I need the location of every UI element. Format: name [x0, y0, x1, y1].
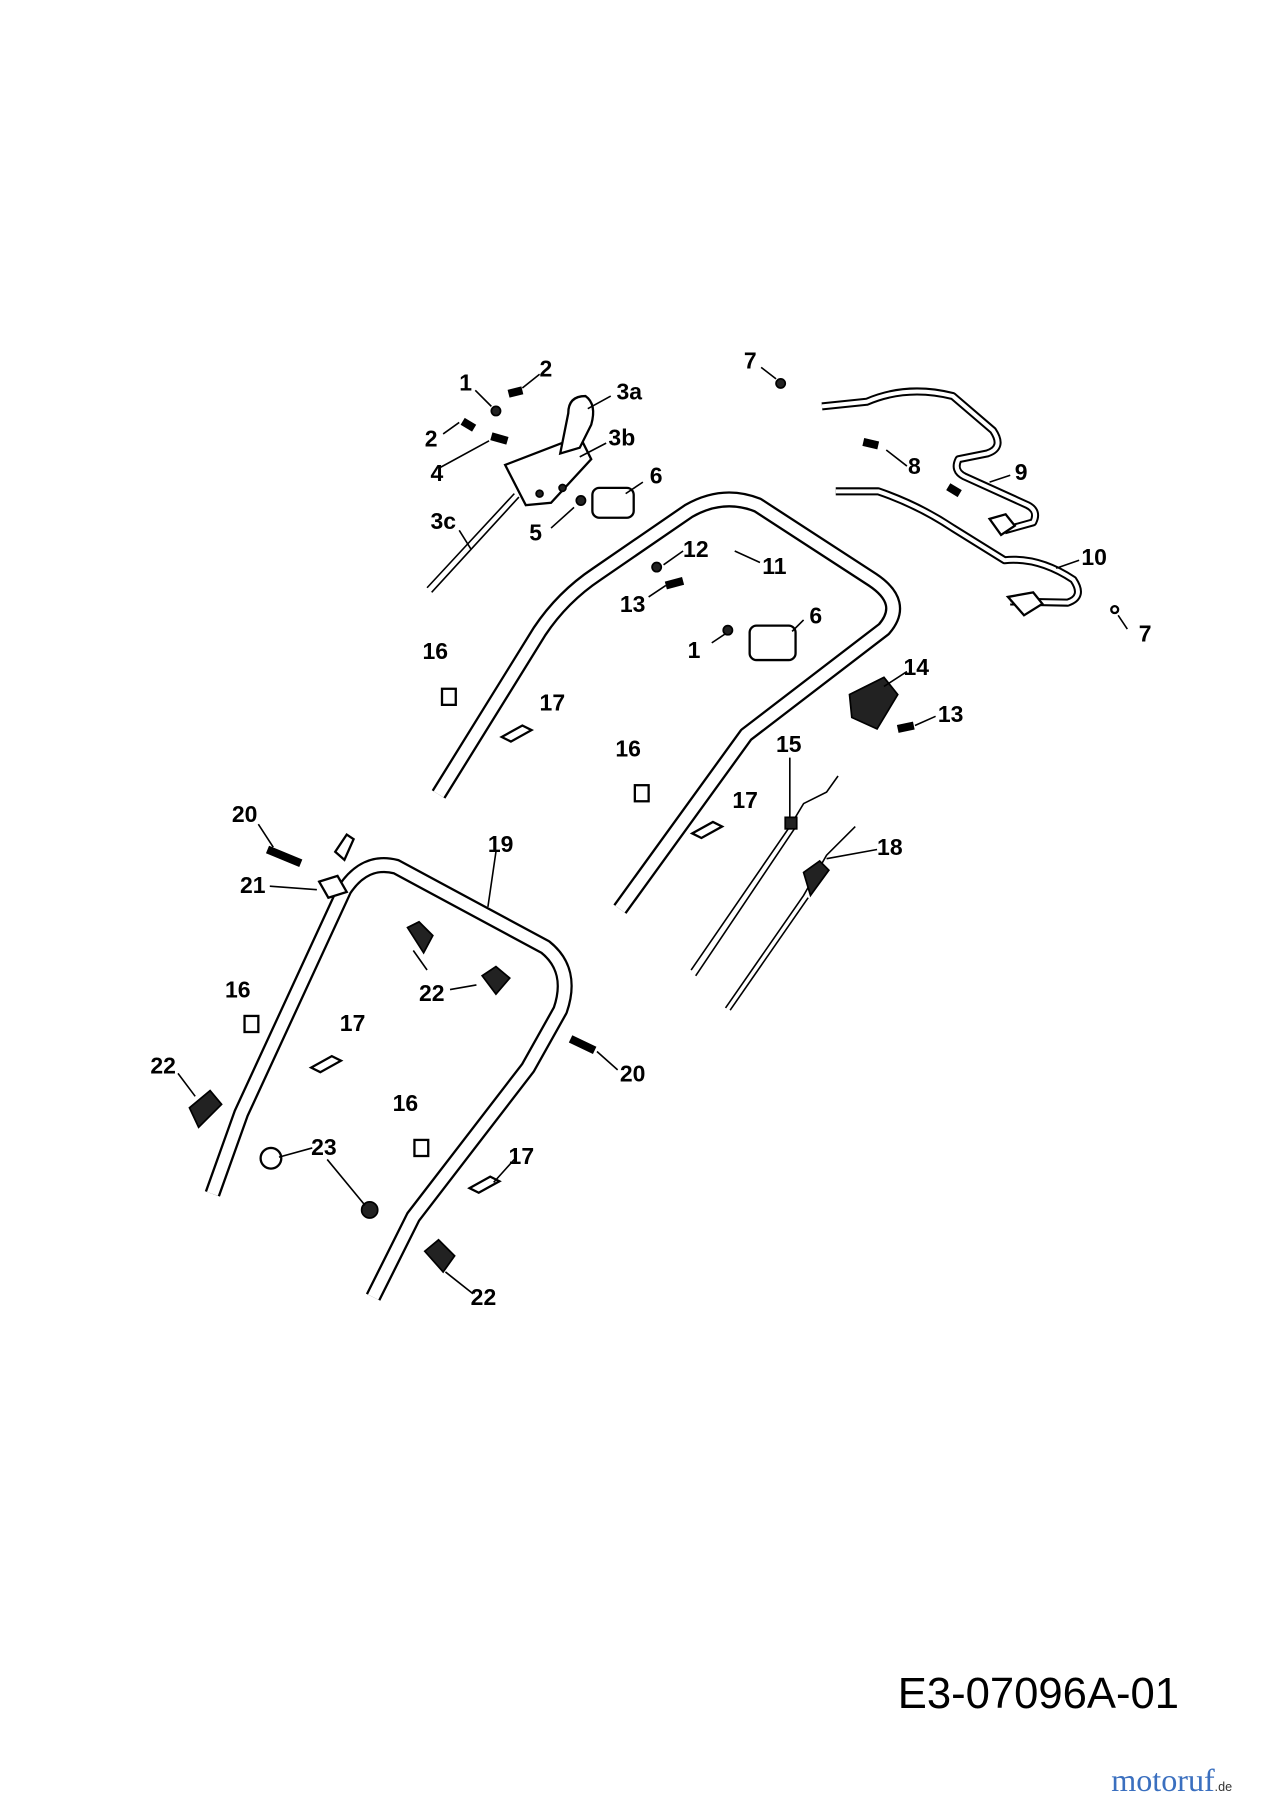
clamp-6a [591, 486, 635, 519]
callout-6: 6 [809, 602, 822, 628]
callout-3c: 3c [431, 508, 457, 534]
callout-17: 17 [540, 690, 566, 716]
callout-7: 7 [744, 347, 757, 373]
callout-20: 20 [620, 1060, 646, 1086]
callout-20: 20 [232, 801, 258, 827]
callout-16: 16 [615, 736, 641, 762]
leader-lines [177, 366, 1128, 1295]
callout-3b: 3b [608, 424, 635, 450]
cable-3c [426, 493, 520, 593]
clamp-6b [748, 624, 797, 662]
cable-18 [724, 825, 856, 1011]
callout-5: 5 [529, 520, 542, 546]
callout-22: 22 [471, 1284, 497, 1310]
callout-14: 14 [903, 654, 929, 680]
logo-text: motoruf [1111, 1762, 1215, 1798]
callout-4: 4 [431, 460, 444, 486]
callout-12: 12 [683, 536, 709, 562]
motoruf-logo: motoruf .de [1111, 1762, 1232, 1798]
callout-21: 21 [240, 872, 266, 898]
throttle-control-3 [503, 394, 595, 507]
callout-16: 16 [225, 977, 251, 1003]
drawing-code: E3-07096A-01 [898, 1670, 1179, 1718]
brake-bail-10 [835, 487, 1082, 617]
small-parts [188, 377, 1120, 1274]
callout-16: 16 [393, 1090, 419, 1116]
callout-10: 10 [1081, 544, 1107, 570]
callout-6: 6 [650, 462, 663, 488]
callout-17: 17 [340, 1010, 366, 1036]
callout-17: 17 [509, 1143, 535, 1169]
callout-7: 7 [1139, 621, 1152, 647]
callout-18: 18 [877, 834, 903, 860]
callout-2: 2 [425, 426, 438, 452]
callout-1: 1 [688, 637, 701, 663]
callout-15: 15 [776, 731, 802, 757]
callout-11: 11 [762, 553, 786, 579]
cable-15 [690, 775, 839, 977]
callout-8: 8 [908, 453, 921, 479]
logo-suffix: .de [1215, 1780, 1233, 1794]
callout-13: 13 [620, 591, 646, 617]
callout-1: 1 [459, 369, 472, 395]
callout-22: 22 [419, 980, 445, 1006]
callout-16: 16 [422, 638, 448, 664]
callout-17: 17 [732, 787, 758, 813]
upper-handle-11 [431, 491, 902, 914]
callout-13: 13 [938, 701, 964, 727]
callout-19: 19 [488, 831, 514, 857]
callout-9: 9 [1015, 459, 1028, 485]
lower-handle-19 [204, 857, 573, 1301]
callout-labels: 1 2 3a 2 3b 4 6 3c 5 7 8 9 10 11 12 13 1… [150, 347, 1151, 1310]
drive-bail-9 [821, 387, 1040, 537]
callout-22: 22 [150, 1052, 176, 1078]
callout-23: 23 [311, 1134, 337, 1160]
callout-3a: 3a [616, 378, 642, 404]
bracket-14 [848, 676, 899, 731]
callout-2: 2 [540, 356, 553, 382]
